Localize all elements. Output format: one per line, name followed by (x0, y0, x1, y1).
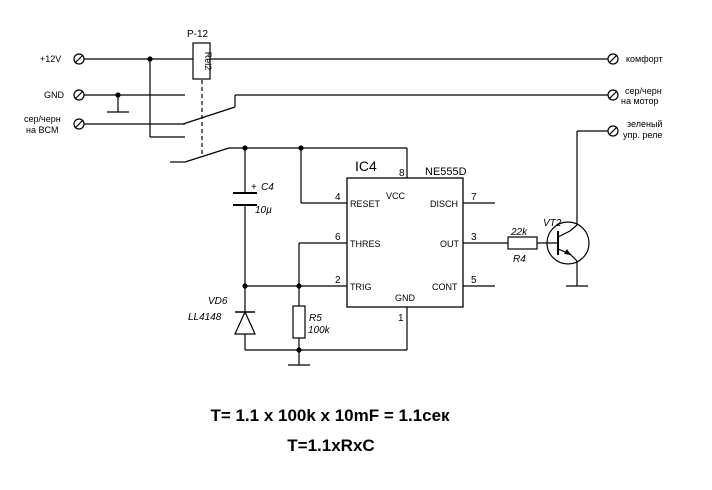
pin-num-vcc: 8 (399, 168, 405, 179)
terminal-komfort (607, 53, 619, 65)
pin-out: OUT (440, 239, 460, 249)
ne555-ic (346, 177, 464, 308)
vd6-name: VD6 (208, 296, 228, 307)
label-motor-line2: на мотор (621, 96, 659, 106)
junction-dot (296, 283, 302, 289)
pin-num-cont: 5 (471, 275, 477, 286)
label-plus12v: +12V (40, 54, 61, 64)
pin-num-out: 3 (471, 232, 477, 243)
junction-dot (242, 145, 248, 151)
pin-num-disch: 7 (471, 192, 477, 203)
label-komfort: комфорт (626, 54, 663, 64)
label-bcm-line1: сер/черн (24, 114, 61, 124)
formula-line2: T=1.1xRxC (287, 436, 374, 455)
transistor-vt2 (546, 221, 590, 265)
pin-reset: RESET (350, 199, 381, 209)
r4-value: 22k (510, 227, 528, 238)
ic-part: NE555D (425, 166, 467, 178)
pin-gnd: GND (395, 293, 416, 303)
terminal-bcm (73, 118, 85, 130)
pin-vcc: VCC (386, 191, 406, 201)
pin-cont: CONT (432, 282, 458, 292)
c4-value: 10µ (255, 205, 272, 216)
terminal-motor (607, 89, 619, 101)
label-motor-line1: сер/черн (625, 86, 662, 96)
junction-dot (296, 347, 302, 353)
pin-disch: DISCH (430, 199, 458, 209)
label-zelenyi-line2: упр. реле (623, 130, 662, 140)
relay-coil: Rel2 (192, 42, 213, 80)
diode-vd6 (234, 310, 256, 338)
terminal-gnd (73, 89, 85, 101)
label-gnd: GND (44, 90, 65, 100)
pin-thres: THRES (350, 239, 381, 249)
formula-line1: T= 1.1 x 100k x 10mF = 1.1сек (210, 406, 450, 425)
label-zelenyi-line1: зеленый (627, 119, 662, 129)
wires (84, 58, 608, 366)
c4-plus: + (251, 182, 257, 193)
junction-dot (298, 145, 304, 151)
pin-num-reset: 4 (335, 192, 341, 203)
pin-num-gnd: 1 (398, 313, 404, 324)
relay-body-label: Rel2 (203, 52, 213, 71)
r5-value: 100k (308, 325, 331, 336)
r4-name: R4 (513, 254, 526, 265)
vd6-value: LL4148 (188, 312, 222, 323)
vt2-name: VT2 (543, 218, 562, 229)
label-bcm-line2: на BCM (26, 125, 58, 135)
relay-name: Р-12 (187, 29, 209, 40)
pin-num-thres: 6 (335, 232, 341, 243)
ic-name: IC4 (355, 158, 377, 174)
junction-dot (242, 283, 248, 289)
resistor-r5 (292, 305, 306, 339)
terminal-zelenyi (607, 125, 619, 137)
pin-trig: TRIG (350, 282, 372, 292)
resistor-r4 (507, 236, 538, 250)
c4-name: C4 (261, 182, 274, 193)
terminal-plus12v (73, 53, 85, 65)
capacitor-c4 (233, 192, 257, 206)
junction-dot (147, 56, 153, 62)
r5-name: R5 (309, 313, 322, 324)
junctions (115, 56, 304, 353)
junction-dot (115, 92, 121, 98)
pin-num-trig: 2 (335, 275, 341, 286)
